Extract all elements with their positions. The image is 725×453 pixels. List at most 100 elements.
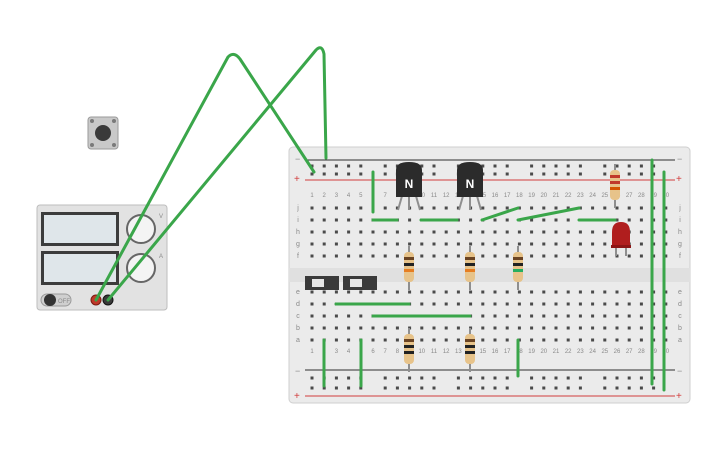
wire-positive-supply[interactable] <box>94 52 316 302</box>
breadboard-hole[interactable] <box>664 206 668 210</box>
breadboard-hole[interactable] <box>578 254 582 258</box>
breadboard-hole[interactable] <box>664 290 668 294</box>
breadboard-hole[interactable] <box>322 302 326 306</box>
rail-hole[interactable] <box>359 172 363 176</box>
rail-hole[interactable] <box>493 172 497 176</box>
rail-hole[interactable] <box>652 164 656 168</box>
breadboard-hole[interactable] <box>420 254 424 258</box>
rail-hole[interactable] <box>652 172 656 176</box>
slide-switch[interactable] <box>343 276 377 290</box>
rail-hole[interactable] <box>432 172 436 176</box>
rail-hole[interactable] <box>554 376 558 380</box>
breadboard-hole[interactable] <box>371 230 375 234</box>
breadboard-hole[interactable] <box>395 338 399 342</box>
breadboard-hole[interactable] <box>420 230 424 234</box>
breadboard-hole[interactable] <box>591 206 595 210</box>
breadboard-hole[interactable] <box>444 302 448 306</box>
breadboard-hole[interactable] <box>664 230 668 234</box>
breadboard-hole[interactable] <box>505 326 509 330</box>
rail-hole[interactable] <box>469 386 473 390</box>
breadboard-hole[interactable] <box>359 314 363 318</box>
breadboard-hole[interactable] <box>383 338 387 342</box>
breadboard-hole[interactable] <box>347 326 351 330</box>
rail-hole[interactable] <box>554 164 558 168</box>
breadboard-hole[interactable] <box>542 290 546 294</box>
rail-hole[interactable] <box>481 376 485 380</box>
rail-hole[interactable] <box>310 164 314 168</box>
rail-hole[interactable] <box>554 172 558 176</box>
resistor[interactable] <box>610 164 620 208</box>
breadboard-hole[interactable] <box>639 302 643 306</box>
rail-hole[interactable] <box>542 164 546 168</box>
breadboard-hole[interactable] <box>456 254 460 258</box>
npn-transistor[interactable]: N <box>396 162 422 211</box>
rail-hole[interactable] <box>505 376 509 380</box>
breadboard-hole[interactable] <box>493 326 497 330</box>
rail-hole[interactable] <box>578 376 582 380</box>
rail-hole[interactable] <box>505 386 509 390</box>
rail-hole[interactable] <box>530 164 534 168</box>
breadboard-hole[interactable] <box>554 290 558 294</box>
breadboard-hole[interactable] <box>322 206 326 210</box>
breadboard-hole[interactable] <box>432 326 436 330</box>
breadboard-hole[interactable] <box>347 314 351 318</box>
breadboard-hole[interactable] <box>652 290 656 294</box>
breadboard-hole[interactable] <box>615 326 619 330</box>
rail-hole[interactable] <box>481 164 485 168</box>
breadboard-hole[interactable] <box>444 326 448 330</box>
rail-hole[interactable] <box>334 164 338 168</box>
breadboard-hole[interactable] <box>493 338 497 342</box>
rail-hole[interactable] <box>493 386 497 390</box>
breadboard-hole[interactable] <box>322 314 326 318</box>
breadboard-hole[interactable] <box>493 206 497 210</box>
breadboard-hole[interactable] <box>542 338 546 342</box>
breadboard-hole[interactable] <box>566 338 570 342</box>
breadboard-hole[interactable] <box>554 302 558 306</box>
rail-hole[interactable] <box>603 386 607 390</box>
breadboard-hole[interactable] <box>554 314 558 318</box>
breadboard-hole[interactable] <box>322 254 326 258</box>
breadboard-hole[interactable] <box>310 254 314 258</box>
resistor[interactable] <box>513 246 523 290</box>
breadboard-hole[interactable] <box>591 254 595 258</box>
rail-hole[interactable] <box>395 376 399 380</box>
breadboard-hole[interactable] <box>481 230 485 234</box>
rail-hole[interactable] <box>652 376 656 380</box>
breadboard-hole[interactable] <box>359 326 363 330</box>
breadboard-hole[interactable] <box>591 338 595 342</box>
breadboard-hole[interactable] <box>469 242 473 246</box>
rail-hole[interactable] <box>603 376 607 380</box>
breadboard-hole[interactable] <box>334 314 338 318</box>
wire-jumper[interactable] <box>516 206 581 222</box>
breadboard-hole[interactable] <box>517 230 521 234</box>
breadboard-hole[interactable] <box>456 302 460 306</box>
rail-hole[interactable] <box>432 376 436 380</box>
power-supply[interactable]: V A OFF <box>36 204 168 311</box>
breadboard-hole[interactable] <box>517 314 521 318</box>
breadboard-hole[interactable] <box>664 314 668 318</box>
rail-hole[interactable] <box>481 386 485 390</box>
breadboard-hole[interactable] <box>652 254 656 258</box>
breadboard-hole[interactable] <box>664 338 668 342</box>
breadboard-hole[interactable] <box>432 302 436 306</box>
breadboard-hole[interactable] <box>652 338 656 342</box>
rail-hole[interactable] <box>432 164 436 168</box>
breadboard-hole[interactable] <box>334 290 338 294</box>
breadboard-hole[interactable] <box>334 242 338 246</box>
breadboard-hole[interactable] <box>530 302 534 306</box>
breadboard-hole[interactable] <box>371 242 375 246</box>
breadboard-hole[interactable] <box>554 218 558 222</box>
breadboard-hole[interactable] <box>395 326 399 330</box>
breadboard-hole[interactable] <box>456 326 460 330</box>
breadboard-hole[interactable] <box>652 326 656 330</box>
rail-hole[interactable] <box>310 172 314 176</box>
breadboard-hole[interactable] <box>566 230 570 234</box>
rail-hole[interactable] <box>383 376 387 380</box>
breadboard-hole[interactable] <box>359 254 363 258</box>
breadboard-hole[interactable] <box>639 206 643 210</box>
breadboard-hole[interactable] <box>334 254 338 258</box>
breadboard-hole[interactable] <box>395 290 399 294</box>
breadboard-hole[interactable] <box>359 206 363 210</box>
rail-hole[interactable] <box>322 164 326 168</box>
breadboard-hole[interactable] <box>322 242 326 246</box>
